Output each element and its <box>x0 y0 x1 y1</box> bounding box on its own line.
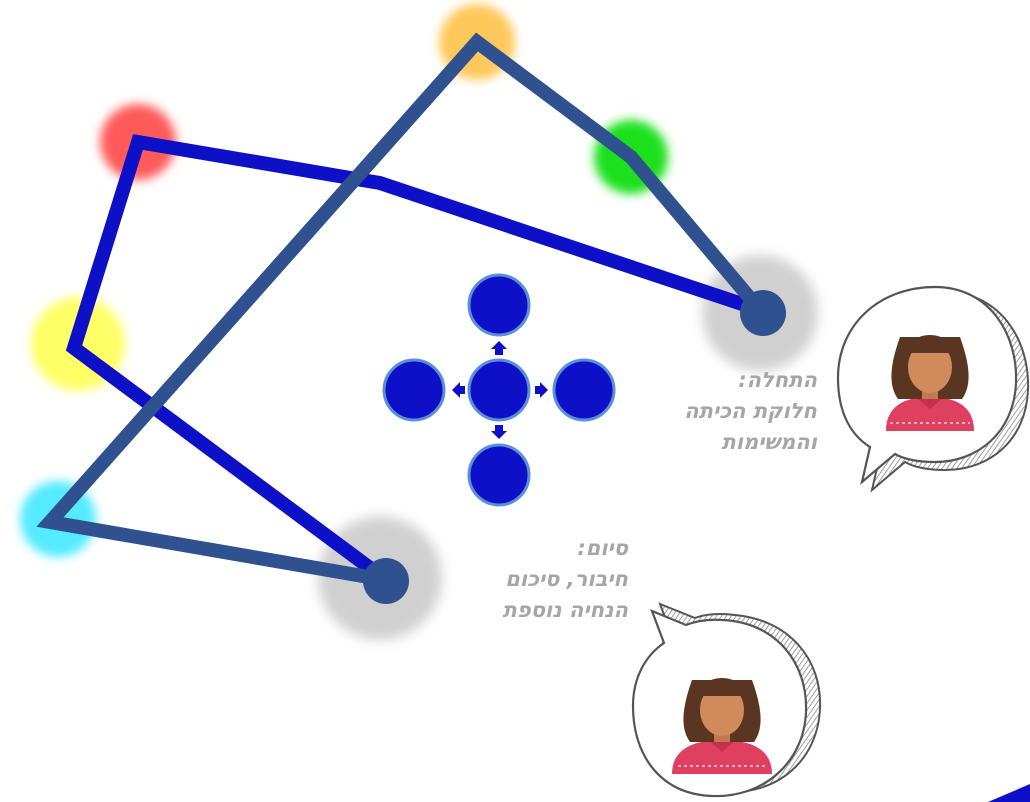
end-caption-line1: חיבור, סיכום <box>505 567 628 591</box>
hub-node-bottom <box>467 443 531 507</box>
arrow-left-icon <box>452 382 465 398</box>
end-caption-line2: הנחיה נוספת <box>502 598 628 622</box>
start-caption-line2: והמשימות <box>721 430 817 454</box>
hub-cluster <box>382 273 616 507</box>
hub-node-top <box>467 273 531 337</box>
corner-accent <box>988 784 1030 802</box>
start-caption-line1: חלוקת הכיתה <box>684 399 817 423</box>
arrow-right-icon <box>535 382 548 398</box>
hub-node-right <box>552 358 616 422</box>
speech-bubble-start <box>836 285 1030 493</box>
route-line-navy <box>36 32 766 587</box>
arrow-down-icon <box>491 425 507 439</box>
speech-bubble-end <box>631 602 822 798</box>
end-caption-title: סיום: <box>577 536 628 560</box>
hub-node-left <box>382 358 446 422</box>
end-caption: סיום: חיבור, סיכום הנחיה נוספת <box>420 533 628 626</box>
start-caption: התחלה: חלוקת הכיתה והמשימות <box>600 365 817 458</box>
end-point <box>363 558 409 604</box>
start-point <box>740 290 786 336</box>
start-caption-title: התחלה: <box>738 368 817 392</box>
hub-node-center <box>467 358 531 422</box>
teacher-avatar-icon <box>672 678 772 774</box>
route-line-blue <box>65 134 763 586</box>
teacher-avatar-icon <box>886 335 974 431</box>
arrow-up-icon <box>491 341 507 355</box>
station-spots <box>20 4 668 557</box>
